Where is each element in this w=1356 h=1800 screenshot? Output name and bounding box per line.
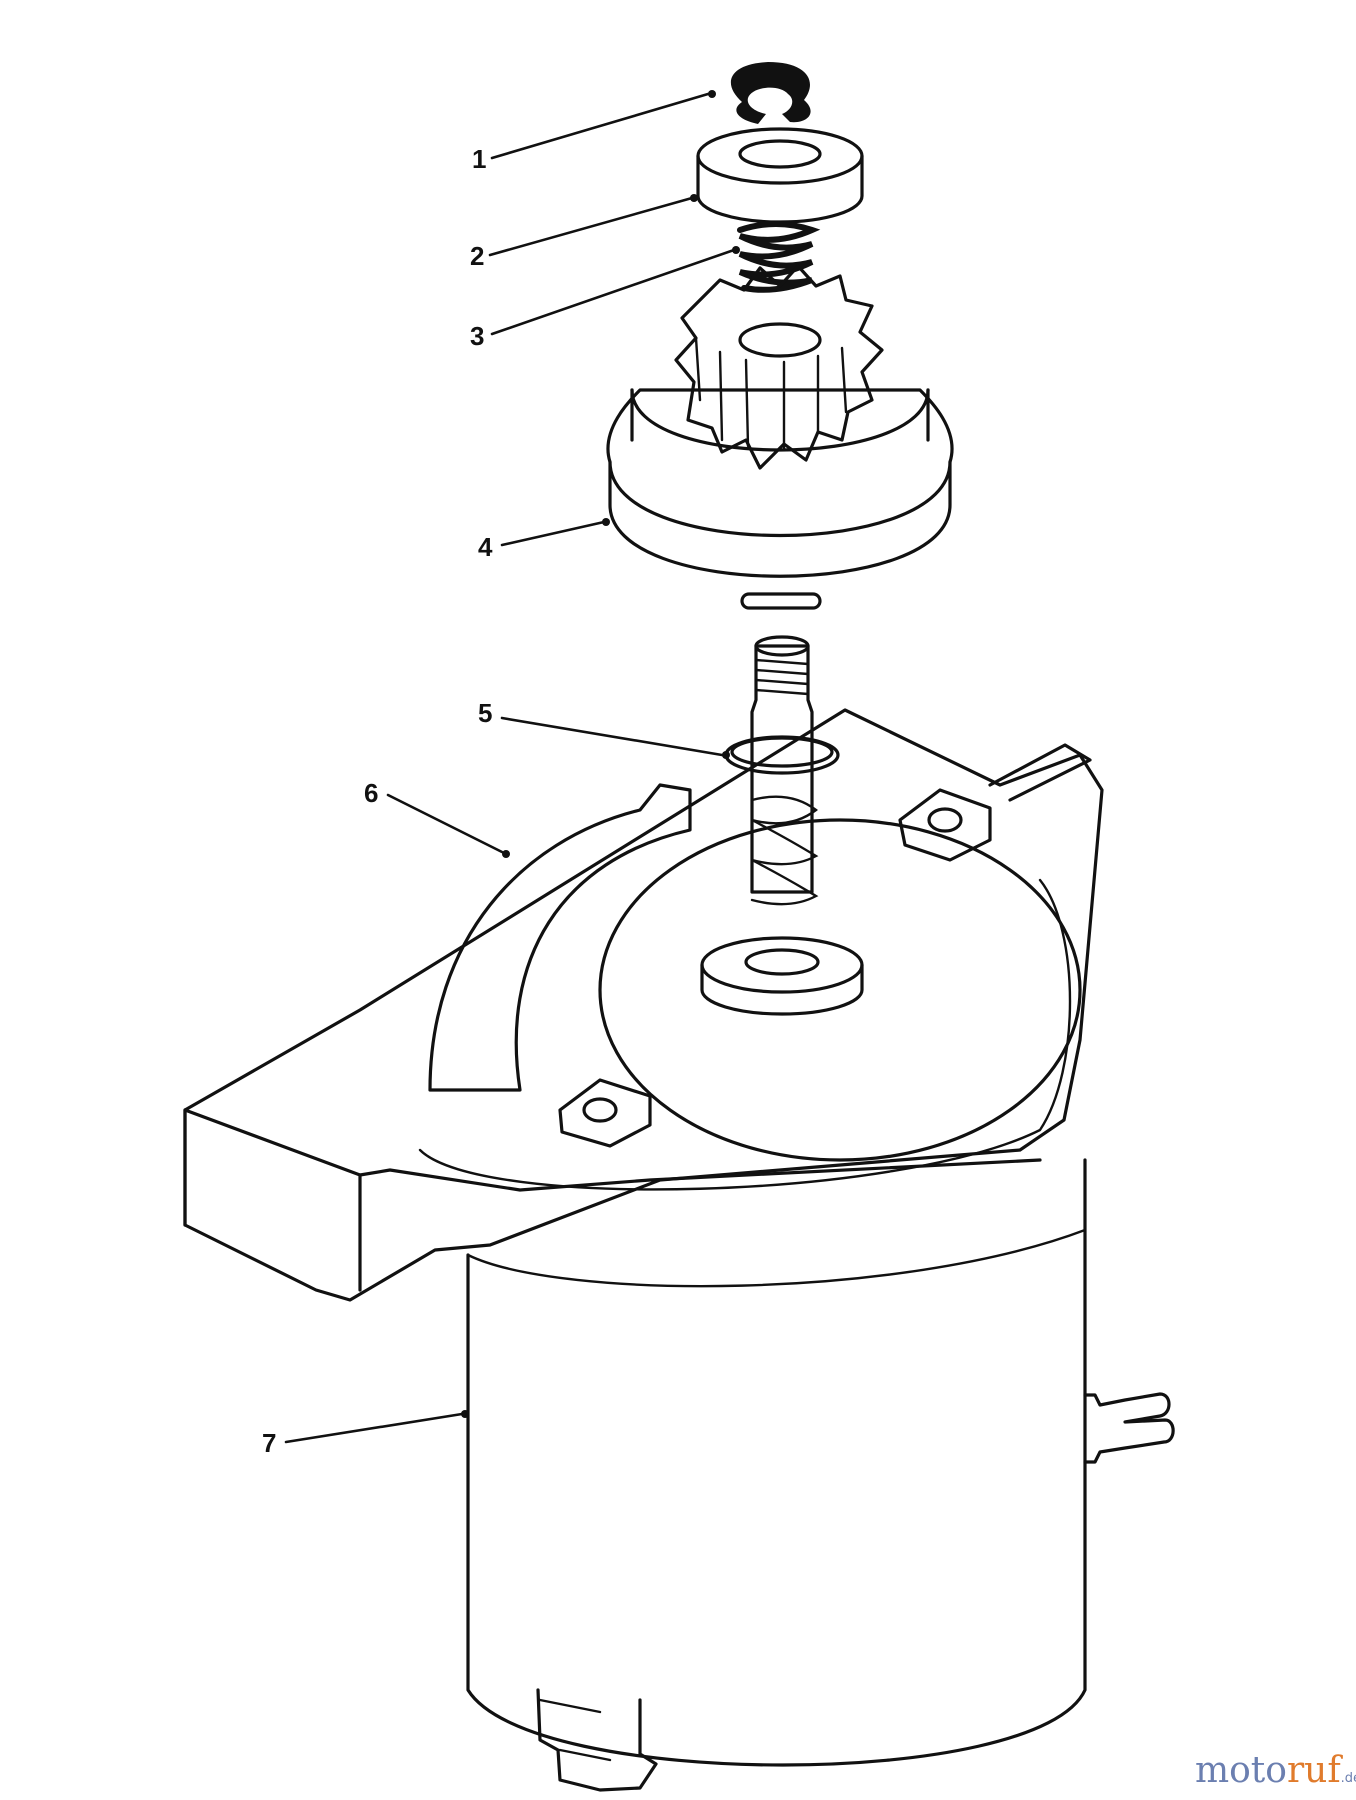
mounting-bracket-part (183, 708, 1104, 1302)
callout-5: 5 (478, 698, 492, 728)
callout-3: 3 (470, 321, 484, 351)
callout-1: 1 (472, 144, 486, 174)
watermark-part-c: .de (1341, 1771, 1356, 1786)
leader-lines (284, 90, 740, 1444)
callout-7: 7 (262, 1428, 276, 1458)
retaining-ring-part (730, 62, 811, 124)
svg-text:motoruf.de: motoruf.de (1195, 1750, 1356, 1791)
spring-part (737, 221, 821, 293)
callout-4: 4 (478, 532, 493, 562)
shaft-part (700, 635, 864, 1016)
motor-body-part (466, 1158, 1175, 1792)
watermark-part-a: moto (1195, 1750, 1287, 1791)
callout-labels: 1 2 3 4 5 6 7 (262, 144, 493, 1458)
drive-gear-part (606, 264, 954, 610)
watermark-logo: motoruf.de (1195, 1750, 1356, 1791)
collar-part (696, 127, 864, 224)
callout-2: 2 (470, 241, 484, 271)
watermark-part-b: ruf (1287, 1750, 1343, 1791)
callout-6: 6 (364, 778, 378, 808)
